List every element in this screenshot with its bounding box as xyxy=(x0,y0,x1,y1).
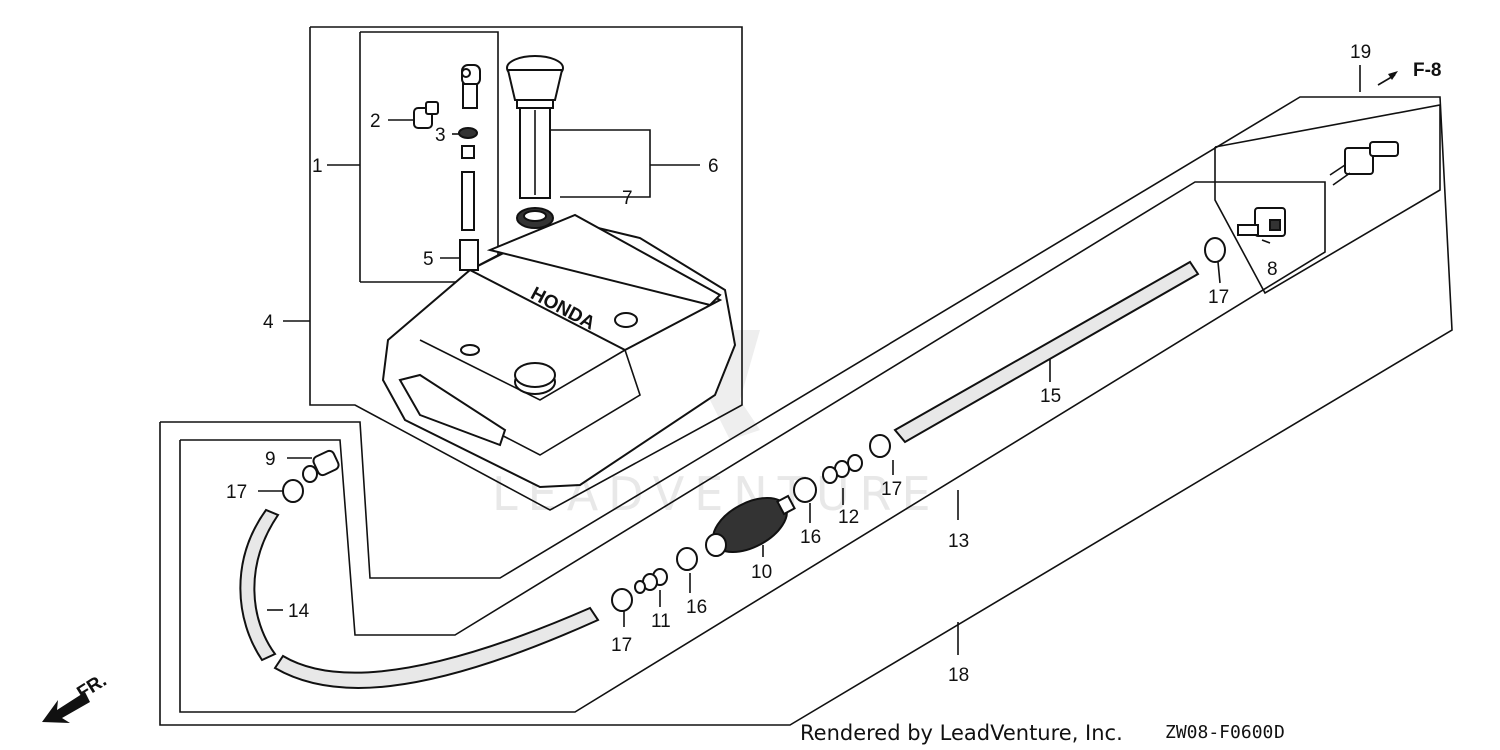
callout-17-low: 17 xyxy=(611,635,632,656)
callout-1: 1 xyxy=(312,156,323,177)
callout-17-top: 17 xyxy=(1208,287,1229,308)
part-19-connector xyxy=(1329,141,1399,186)
part-15-hose xyxy=(893,260,1200,444)
callout-2: 2 xyxy=(370,111,381,132)
part-12-fitting xyxy=(822,454,863,484)
nut xyxy=(461,145,475,159)
callout-13: 13 xyxy=(948,531,969,552)
part-6-fuel-gauge xyxy=(506,55,564,199)
callout-15: 15 xyxy=(1040,386,1061,407)
callout-5: 5 xyxy=(423,249,434,270)
hose-parts xyxy=(282,141,1399,612)
callout-18: 18 xyxy=(948,665,969,686)
part-17-clip-mid xyxy=(869,434,891,458)
part-3-washer xyxy=(458,127,478,139)
part-9-fitting xyxy=(302,449,340,483)
callout-9: 9 xyxy=(265,449,276,470)
callout-6: 6 xyxy=(708,156,719,177)
part-5-filter xyxy=(459,239,479,271)
callout-7: 7 xyxy=(622,188,633,209)
part-8-connector xyxy=(1237,207,1286,237)
front-arrow-icon xyxy=(42,692,90,723)
group-brackets xyxy=(159,26,1453,726)
part-11-fitting xyxy=(634,568,668,594)
sub-assembly-bracket xyxy=(360,31,499,283)
revision-text: D xyxy=(1274,722,1285,743)
part-17-clip-top xyxy=(1204,237,1226,263)
part-2-fitting xyxy=(413,101,439,129)
hoses xyxy=(239,260,1200,689)
callout-19: 19 xyxy=(1350,42,1371,63)
watermark: LEADVENTURE xyxy=(492,330,931,521)
callout-17-left: 17 xyxy=(226,482,247,503)
tank-accessories xyxy=(413,55,564,271)
callout-3: 3 xyxy=(435,125,446,146)
fuel-tank: HONDA xyxy=(381,213,737,489)
footer: Rendered by LeadVenture, Inc. ZW08-F0600… xyxy=(800,721,1285,745)
callout-labels: 1 2 3 4 5 6 7 8 9 10 11 12 13 14 15 16 1… xyxy=(73,42,1441,704)
callout-14: 14 xyxy=(288,601,310,622)
part-14-hose-upper xyxy=(239,508,280,662)
leader-lines xyxy=(258,65,1361,655)
hose-subassembly-bracket xyxy=(179,181,1326,713)
direction-arrows xyxy=(42,71,1398,723)
part-14-hose-lower xyxy=(273,606,600,689)
callout-16-upper: 16 xyxy=(800,527,821,548)
callout-16-lower: 16 xyxy=(686,597,707,618)
page-ref-arrow-icon xyxy=(1377,71,1398,86)
callout-8: 8 xyxy=(1267,259,1278,280)
hose-assembly-bracket xyxy=(159,96,1453,726)
part-10-primer-bulb xyxy=(705,494,796,557)
pickup-tube xyxy=(461,171,475,231)
elbow-fitting xyxy=(461,64,481,109)
tank-assembly-bracket xyxy=(309,26,743,511)
part-17-clip-left xyxy=(282,479,304,503)
connector-bracket xyxy=(1214,104,1441,295)
callout-11: 11 xyxy=(651,611,671,632)
diagram-code-text: ZW08-F0600 xyxy=(1165,722,1273,743)
callout-17-mid: 17 xyxy=(881,479,902,500)
callout-10: 10 xyxy=(751,562,772,583)
callout-12: 12 xyxy=(838,507,859,528)
page-reference-label: F-8 xyxy=(1413,60,1442,81)
part-17-clip-low xyxy=(611,588,633,612)
rendered-by-text: Rendered by LeadVenture, Inc. xyxy=(800,721,1123,745)
part-16-clip-upper xyxy=(793,477,817,503)
part-16-clip-lower xyxy=(676,547,698,571)
callout-4: 4 xyxy=(263,312,274,333)
